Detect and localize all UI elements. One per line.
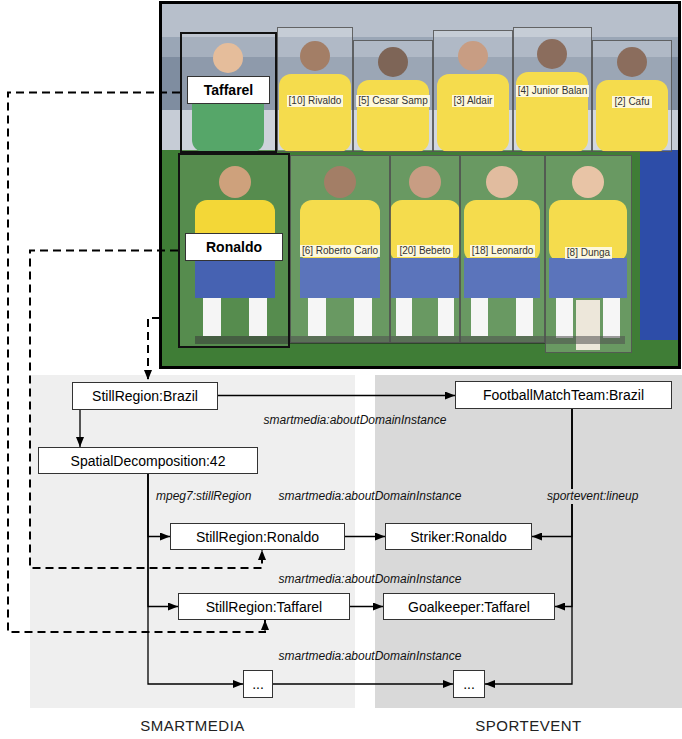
instance-box: FootballMatchTeam:Brazil xyxy=(455,381,672,409)
player-name: [18] Leonardo xyxy=(470,245,536,257)
player-name: [3] Aldair xyxy=(452,95,495,107)
instance-box: Goalkeeper:Taffarel xyxy=(383,593,555,620)
relation-arrow xyxy=(218,395,455,396)
instance-label: Goalkeeper:Taffarel xyxy=(408,599,530,615)
relation-arrow xyxy=(532,409,572,537)
player-name: [20] Bebeto xyxy=(397,245,452,257)
instance-label: ... xyxy=(252,676,264,692)
player-box: [4] Junior Balan xyxy=(513,27,592,152)
relation-arrow xyxy=(79,410,80,447)
relation-arrow xyxy=(555,409,572,607)
player-box: [20] Bebeto xyxy=(390,155,460,343)
instance-box: StillRegion:Ronaldo xyxy=(170,523,345,550)
band-title: SMARTMEDIA xyxy=(30,717,355,734)
relation-label: smartmedia:aboutDomainInstance xyxy=(262,413,449,428)
instance-box: StillRegion:Taffarel xyxy=(178,593,350,620)
relation-arrow xyxy=(148,474,170,537)
player-name: [5] Cesar Samp xyxy=(356,95,429,107)
instance-label: ... xyxy=(463,676,475,692)
player-box: [8] Dunga xyxy=(545,155,632,353)
relation-label: mpeg7:stillRegion xyxy=(154,489,253,504)
photo-link xyxy=(148,318,160,380)
relation-label: smartmedia:aboutDomainInstance xyxy=(277,489,464,504)
relation-arrow xyxy=(273,683,453,684)
player-name: Ronaldo xyxy=(185,233,283,261)
instance-box: ... xyxy=(243,670,273,698)
relation-label: smartmedia:aboutDomainInstance xyxy=(277,649,464,664)
player-name: [6] Roberto Carlo xyxy=(300,245,380,257)
player-name: [2] Cafu xyxy=(612,96,651,108)
player-region-box: Ronaldo xyxy=(178,153,290,348)
player-box: [5] Cesar Samp xyxy=(353,40,433,152)
player-region-box: Taffarel xyxy=(180,32,277,153)
player-box: [18] Leonardo xyxy=(460,155,545,343)
instance-box: SpatialDecomposition:42 xyxy=(38,447,258,474)
instance-label: StillRegion:Ronaldo xyxy=(196,529,319,545)
instance-label: Striker:Ronaldo xyxy=(410,529,507,545)
relation-label: sportevent:lineup xyxy=(545,489,640,504)
player-name: Taffarel xyxy=(187,76,270,104)
player-box: [6] Roberto Carlo xyxy=(290,155,390,343)
photo-figure xyxy=(640,150,679,340)
player-box: [2] Cafu xyxy=(592,40,672,152)
player-name: [8] Dunga xyxy=(565,247,612,259)
photo-frame xyxy=(161,3,680,368)
band-title: SPORTEVENT xyxy=(375,717,682,734)
relation-arrow xyxy=(350,606,383,607)
instance-box: StillRegion:Brazil xyxy=(72,382,218,410)
instance-label: SpatialDecomposition:42 xyxy=(71,453,226,469)
instance-label: FootballMatchTeam:Brazil xyxy=(483,387,644,403)
photo-background xyxy=(161,3,679,367)
relation-arrow xyxy=(345,536,385,537)
player-name: [4] Junior Balan xyxy=(516,85,590,97)
player-name: [10] Rivaldo xyxy=(287,95,344,107)
relation-arrow xyxy=(148,474,243,684)
instance-label: StillRegion:Taffarel xyxy=(206,599,322,615)
instance-label: StillRegion:Brazil xyxy=(92,388,198,404)
player-box: [3] Aldair xyxy=(433,30,513,152)
relation-label: smartmedia:aboutDomainInstance xyxy=(277,572,464,587)
photo-field xyxy=(161,150,679,367)
player-box: [10] Rivaldo xyxy=(277,27,353,152)
instance-box: ... xyxy=(453,670,485,698)
instance-box: Striker:Ronaldo xyxy=(385,523,532,550)
